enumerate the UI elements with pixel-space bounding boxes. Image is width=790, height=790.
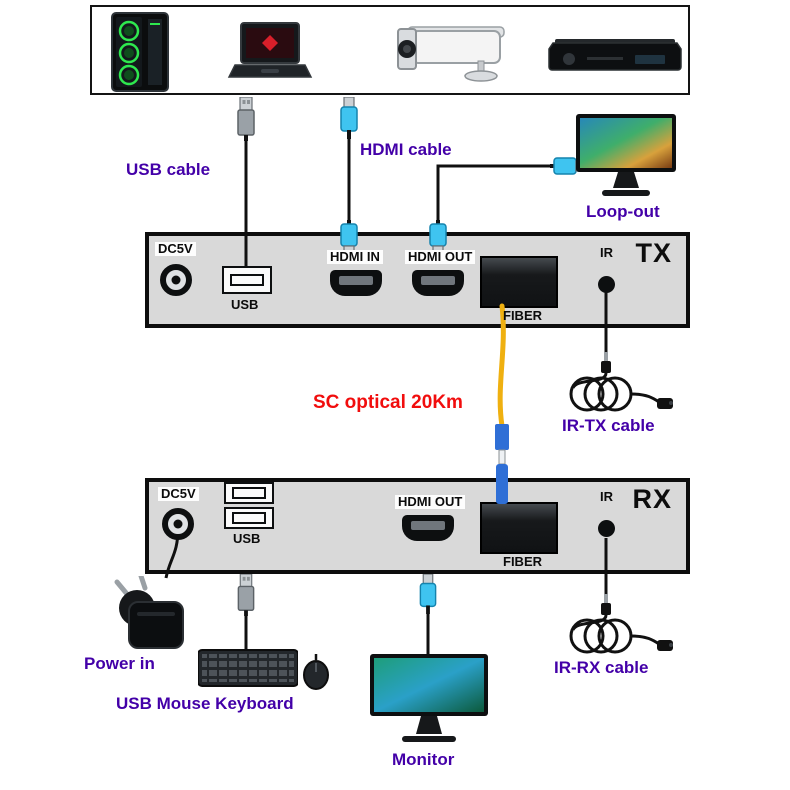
power-adapter-icon [114,576,184,649]
tx-usb-port [222,266,272,294]
usb-plug-icon [237,97,255,141]
ir-rx-cable-label: IR-RX cable [554,658,649,677]
tx-hdmi-in-port [330,270,382,296]
rx-fiber-label: FIBER [503,554,542,569]
hdmi-plug-monitor-icon [419,574,437,614]
tx-ir-port [598,276,615,293]
tx-dc5v-label: DC5V [155,242,196,256]
loop-out-monitor-icon [576,114,676,196]
usb-plug-keyboard-icon [237,574,255,616]
tx-title: TX [635,238,672,268]
tx-hdmi-out-label: HDMI OUT [405,250,476,264]
rx-usb-port-2 [224,507,274,529]
tx-fiber-label: FIBER [503,308,542,323]
rx-fiber-module [480,502,558,554]
tx-ir-label: IR [600,245,613,260]
monitor-label: Monitor [392,750,455,769]
gaming-pc-tower-icon [111,12,169,92]
sc-connector-ferrule [498,449,506,465]
cctv-camera-icon [397,26,505,82]
tx-hdmi-in-label: HDMI IN [327,250,383,264]
hdmi-plug-up-icon [340,97,358,139]
dvd-player-icon [548,39,682,71]
ir-tx-cable-label: IR-TX cable [562,416,655,435]
ir-tx-cable-icon [569,352,673,412]
tx-fiber-module [480,256,558,308]
rx-dc5v-label: DC5V [158,487,199,501]
hdmi-cable-label: HDMI cable [360,140,452,159]
tx-usb-label: USB [231,297,259,312]
keyboard-icon [198,642,298,687]
tx-hdmi-out-port [412,270,464,296]
rx-hdmi-out-label: HDMI OUT [395,495,466,509]
sc-optical-label: SC optical 20Km [313,392,463,413]
loop-out-cable-line [436,164,552,222]
tx-dc-jack-icon [160,264,192,296]
rx-ir-label: IR [600,489,613,504]
rx-ir-port [598,520,615,537]
loop-out-label: Loop-out [586,202,660,221]
monitor-icon [370,654,488,742]
rx-usb-port-1 [224,482,274,504]
usb-mouse-keyboard-label: USB Mouse Keyboard [116,694,294,713]
usb-cable-label: USB cable [126,160,211,179]
sc-connector-body [495,424,509,450]
source-devices-box [90,5,690,95]
rx-usb-label: USB [233,531,261,546]
mouse-icon [303,654,329,690]
rx-title: RX [632,484,672,514]
ir-rx-cable-icon [569,594,673,654]
power-in-label: Power in [84,654,155,673]
rx-hdmi-out-port [402,515,454,541]
gaming-laptop-icon [227,22,313,78]
rx-dc-jack-icon [162,508,194,540]
